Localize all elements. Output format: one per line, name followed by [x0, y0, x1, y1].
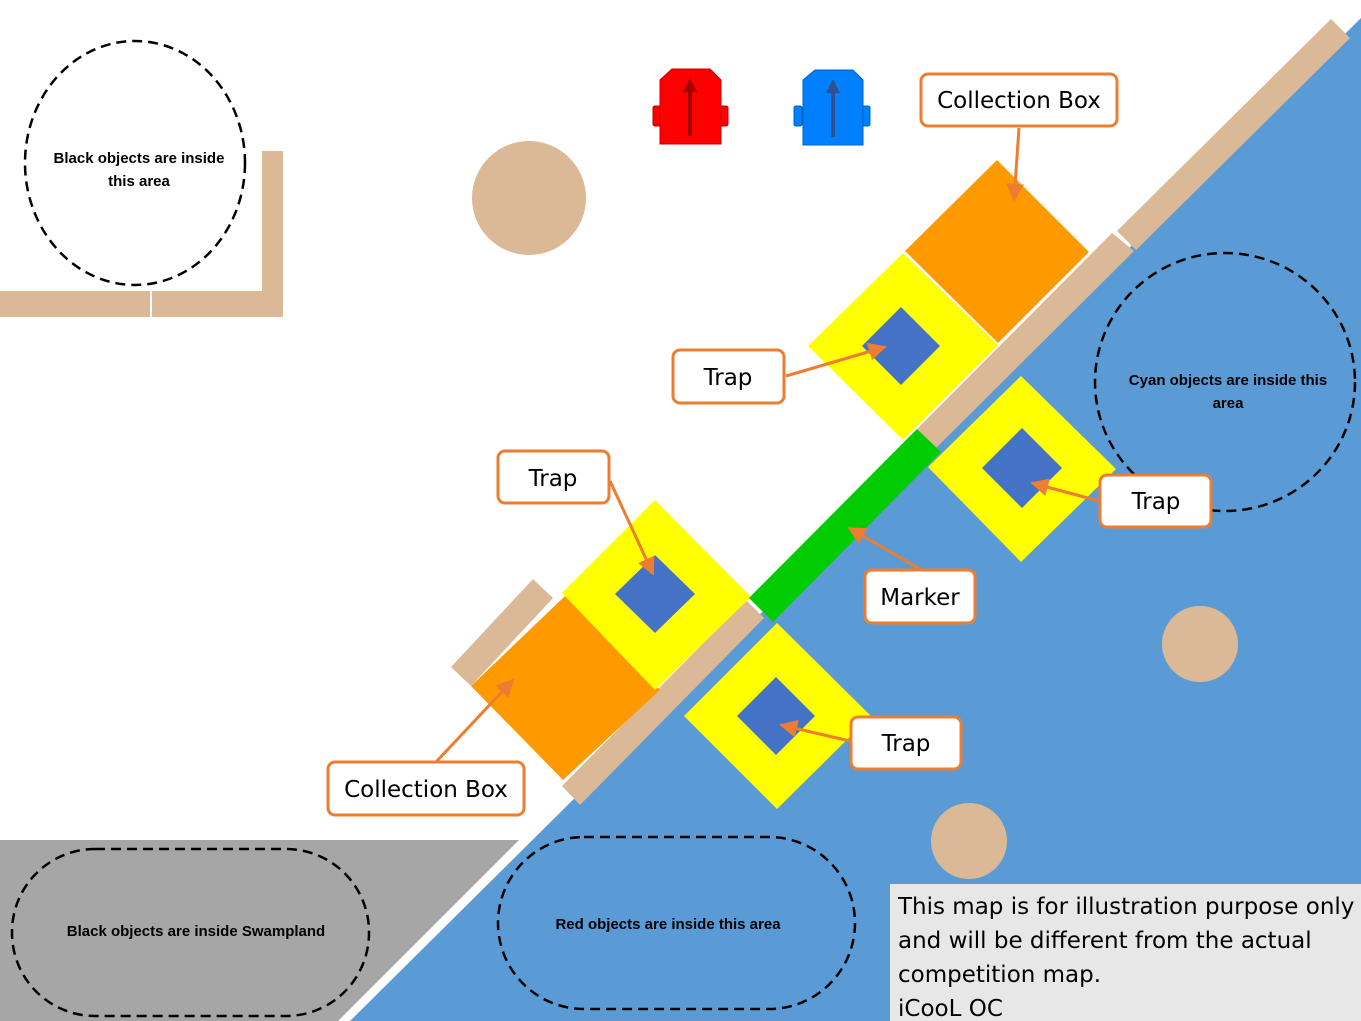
wall: [917, 233, 1134, 448]
note-line: and will be different from the actual: [898, 928, 1312, 954]
callout-arrow: [1006, 127, 1025, 202]
trap-center: [862, 307, 940, 385]
marker-strip: [749, 429, 941, 622]
obstacle: [472, 141, 586, 255]
callout-collection-box-bottom: Collection Box: [326, 760, 526, 817]
wall: [451, 579, 553, 686]
robot-blue: [793, 69, 871, 146]
black-objects-area-label: Black objects are inside: [54, 150, 225, 167]
disclaimer-note: This map is for illustration purpose onl…: [890, 884, 1361, 1021]
wall: [562, 600, 764, 805]
callout-arrow: [847, 526, 921, 571]
cyan-objects-area-label: Cyan objects are inside this: [1129, 372, 1327, 389]
red-objects-area-label: Red objects are inside this area: [555, 916, 781, 933]
wall: [152, 291, 283, 317]
cyan-objects-area-label: area: [1213, 395, 1245, 412]
obstacle: [931, 803, 1007, 879]
callout-trap-1: Trap: [671, 348, 786, 405]
callout-trap-2: Trap: [496, 449, 611, 505]
callout-label: Collection Box: [344, 777, 508, 803]
callout-arrow: [434, 678, 515, 764]
callout-label: Trap: [703, 365, 753, 391]
note-line: competition map.: [898, 962, 1102, 988]
robot-red: [652, 68, 729, 145]
cyan-objects-area-outline: [1093, 251, 1357, 513]
callout-arrow: [608, 480, 655, 576]
obstacle: [1162, 606, 1238, 682]
black-objects-area-label: this area: [108, 173, 170, 190]
black-objects-area-outline: [23, 39, 247, 287]
callout-arrow: [779, 719, 851, 743]
callout-arrow: [1030, 478, 1100, 503]
callout-trap-4: Trap: [849, 715, 963, 771]
wall: [262, 151, 283, 317]
wall: [0, 291, 150, 317]
callout-label: Collection Box: [937, 88, 1101, 114]
callout-label: Marker: [880, 585, 960, 611]
callout-arrow: [785, 342, 887, 378]
note-line: iCooL OC: [898, 996, 1003, 1021]
callout-label: Trap: [881, 731, 931, 757]
trap-center: [615, 555, 695, 633]
callout-marker: Marker: [863, 568, 977, 625]
collection-box: [905, 160, 1089, 343]
note-line: This map is for illustration purpose onl…: [898, 894, 1355, 920]
callout-label: Trap: [1131, 489, 1181, 515]
swampland-objects-area-outline: [10, 847, 371, 1018]
callout-collection-box-top: Collection Box: [919, 72, 1119, 128]
wall: [1117, 19, 1350, 250]
swampland-area: [0, 840, 519, 1021]
callout-label: Trap: [528, 466, 578, 492]
callout-trap-3: Trap: [1098, 473, 1213, 529]
swampland-objects-area-label: Black objects are inside Swampland: [67, 923, 325, 940]
collection-box: [471, 596, 660, 780]
red-objects-area-outline: [496, 835, 857, 1011]
